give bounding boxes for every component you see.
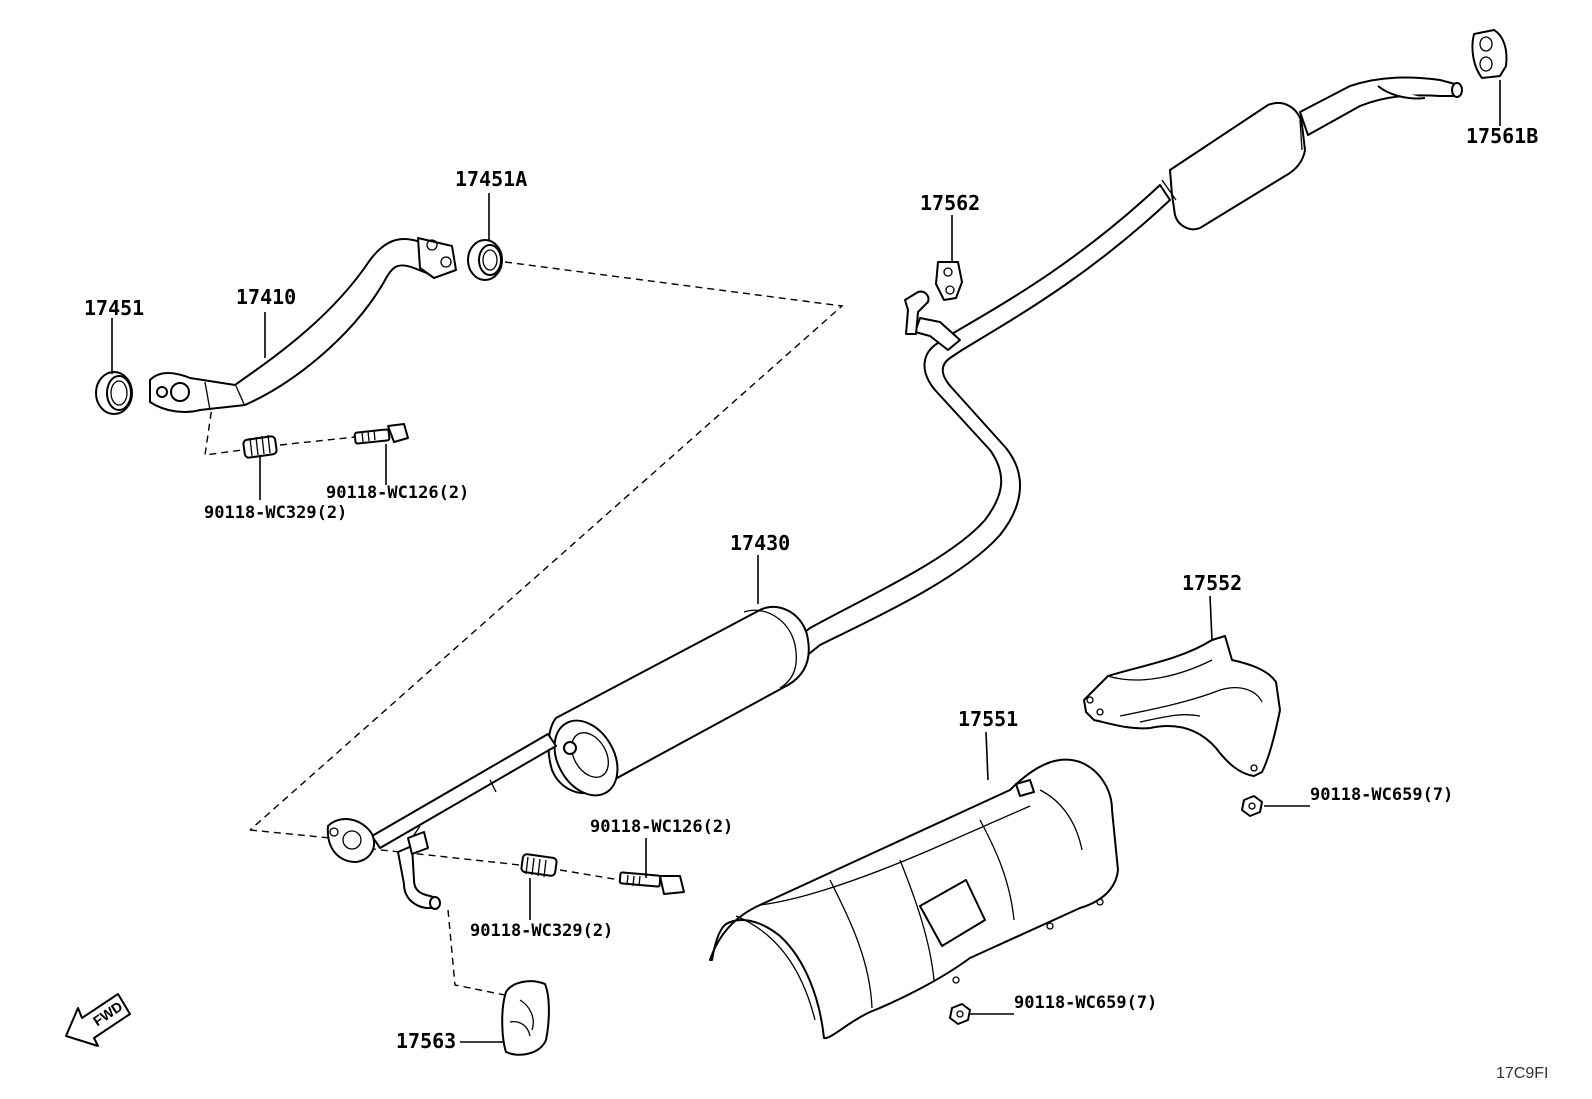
label-17430: 17430	[730, 531, 790, 555]
center-pipe-17430	[794, 76, 1463, 658]
spring-upper	[242, 434, 278, 459]
label-17562: 17562	[920, 191, 980, 215]
label-17551: 17551	[958, 707, 1018, 731]
heat-insulator-17552	[1083, 635, 1281, 777]
label-17563: 17563	[396, 1029, 456, 1053]
bolt-upper	[353, 423, 409, 445]
front-pipe-17410	[149, 237, 457, 413]
fwd-arrow: FWD	[65, 993, 131, 1047]
hanger-17561B	[1471, 29, 1508, 79]
muffler-17430	[326, 605, 810, 910]
label-spring-lower: 90118-WC329(2)	[470, 921, 613, 941]
part-labels: 17451 17410 17451A 17562 17561B 17430 17…	[84, 124, 1538, 1053]
hanger-17563	[501, 980, 550, 1056]
nut-right	[1241, 795, 1263, 817]
label-17451A: 17451A	[455, 167, 527, 191]
label-17552: 17552	[1182, 571, 1242, 595]
nut-lower	[949, 1003, 971, 1025]
label-bolt-lower: 90118-WC126(2)	[590, 817, 733, 837]
bolt-lower	[618, 871, 685, 895]
label-nut-lower: 90118-WC659(7)	[1014, 993, 1157, 1013]
label-nut-right: 90118-WC659(7)	[1310, 785, 1453, 805]
gasket-17451A	[467, 239, 503, 281]
label-bolt-upper: 90118-WC126(2)	[326, 483, 469, 503]
assembly-guide-lines	[204, 261, 844, 996]
label-17410: 17410	[236, 285, 296, 309]
label-17561B: 17561B	[1466, 124, 1538, 148]
label-17451: 17451	[84, 296, 144, 320]
label-spring-upper: 90118-WC329(2)	[204, 503, 347, 523]
spring-lower	[520, 853, 558, 878]
leader-lines	[111, 80, 1501, 1043]
diagram-code: 17C9FI	[1496, 1065, 1548, 1082]
heat-insulator-17551	[709, 758, 1119, 1040]
gasket-17451	[95, 371, 133, 415]
hanger-17562	[935, 261, 963, 301]
